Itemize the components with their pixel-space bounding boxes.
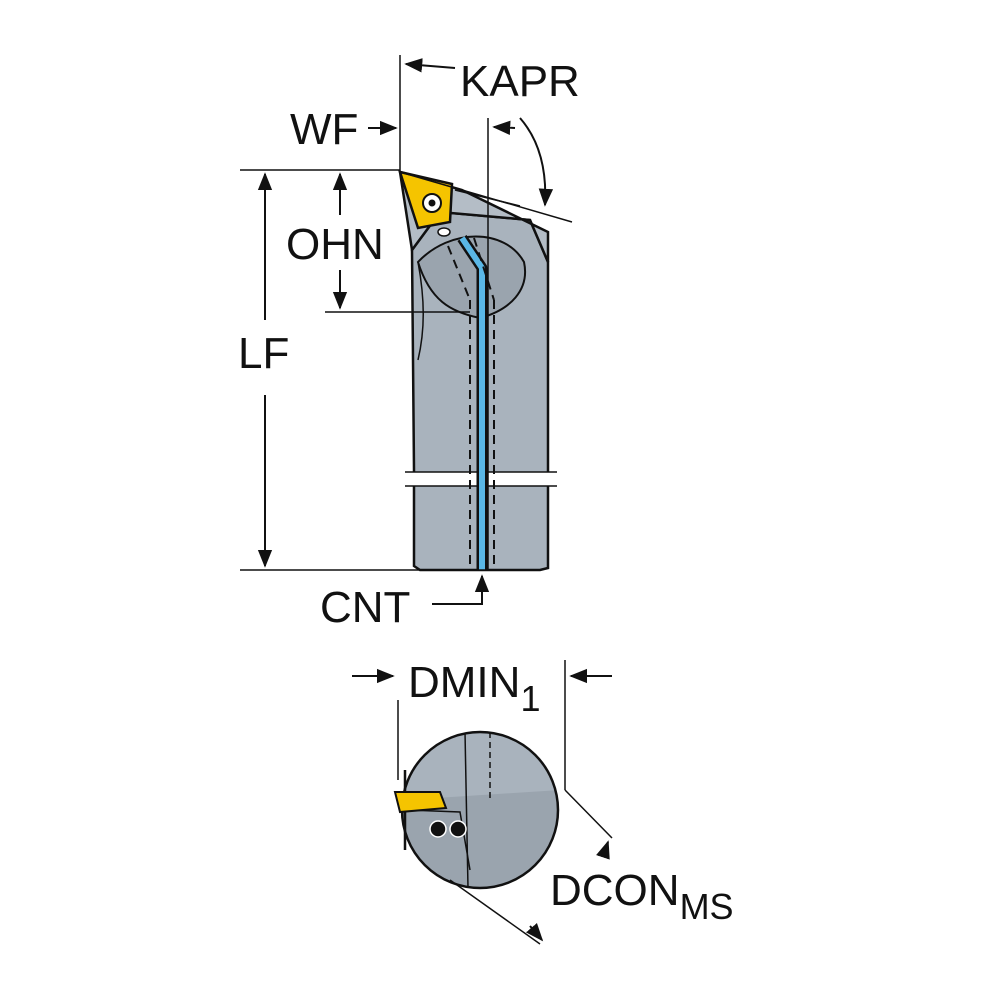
- label-cnt: CNT: [320, 583, 410, 632]
- coolant-outlet-left: [429, 820, 447, 838]
- label-dmin: DMIN1: [408, 658, 540, 719]
- label-dcon-main: DCON: [550, 866, 680, 915]
- label-dcon: DCONMS: [550, 866, 734, 927]
- tool-end-view: [393, 730, 560, 890]
- end-view-insert: [393, 791, 448, 814]
- chip-face: [416, 235, 527, 320]
- label-wf: WF: [290, 105, 358, 154]
- label-ohn: OHN: [286, 220, 384, 269]
- label-lf: LF: [238, 329, 289, 378]
- label-dcon-sub: MS: [680, 886, 734, 927]
- label-dmin-main: DMIN: [408, 658, 520, 707]
- label-dmin-sub: 1: [520, 678, 540, 719]
- end-view-dimensions: [352, 660, 613, 945]
- tool-side-view: [398, 170, 557, 572]
- coolant-outlet-right: [449, 820, 467, 838]
- dimension-lines: [240, 55, 573, 605]
- label-kapr: KAPR: [460, 57, 580, 106]
